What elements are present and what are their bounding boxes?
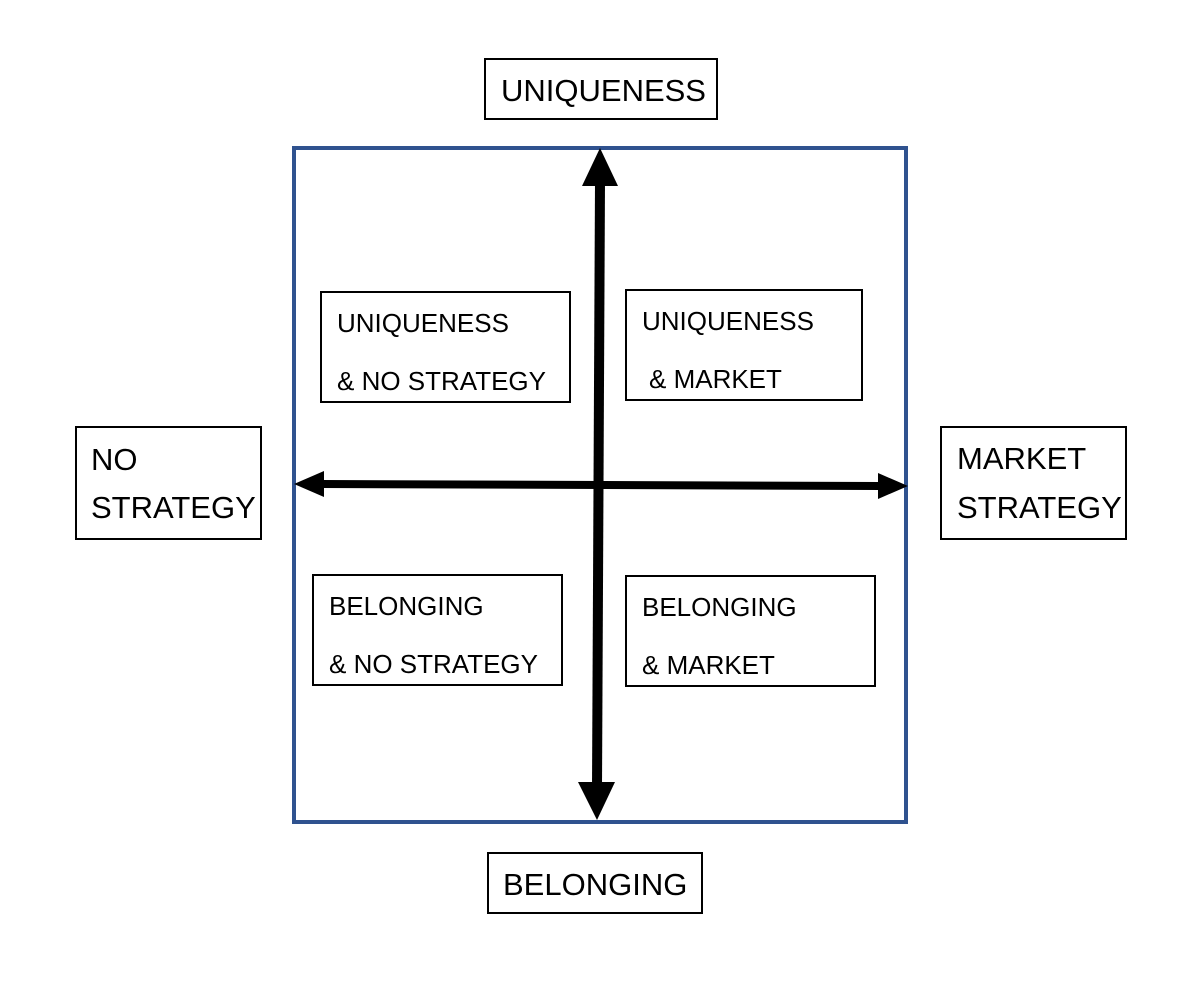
quadrant-bottom-right-line2: & MARKET xyxy=(642,650,775,680)
quadrant-top-left-line1: UNIQUENESS xyxy=(337,308,509,338)
axis-label-left-line2: STRATEGY xyxy=(91,490,256,525)
arrow-up-icon xyxy=(582,148,618,186)
axis-label-bottom: BELONGING xyxy=(487,852,703,914)
quadrant-top-right-line2: & MARKET xyxy=(649,364,782,394)
axis-label-right-line2: STRATEGY xyxy=(957,490,1122,525)
axis-label-top: UNIQUENESS xyxy=(484,58,718,120)
quadrant-top-left-line2: & NO STRATEGY xyxy=(337,366,546,396)
quadrant-bottom-left: BELONGING & NO STRATEGY xyxy=(312,574,563,686)
quadrant-bottom-right-line1: BELONGING xyxy=(642,592,797,622)
quadrant-bottom-left-line1: BELONGING xyxy=(329,591,484,621)
axis-label-top-text: UNIQUENESS xyxy=(501,73,706,108)
arrow-right-icon xyxy=(878,473,908,499)
axis-label-right-line1: MARKET xyxy=(957,441,1087,476)
axis-label-left: NO STRATEGY xyxy=(75,426,262,540)
axis-label-left-line1: NO xyxy=(91,442,138,477)
quadrant-bottom-left-line2: & NO STRATEGY xyxy=(329,649,538,679)
quadrant-bottom-right: BELONGING & MARKET xyxy=(625,575,876,687)
arrow-down-icon xyxy=(578,782,615,820)
axis-label-right: MARKET STRATEGY xyxy=(940,426,1127,540)
axis-label-bottom-text: BELONGING xyxy=(503,867,688,902)
arrow-left-icon xyxy=(294,471,324,497)
quadrant-top-right-line1: UNIQUENESS xyxy=(642,306,814,336)
quadrant-top-right: UNIQUENESS & MARKET xyxy=(625,289,863,401)
horizontal-axis-line xyxy=(321,480,881,490)
quadrant-top-left: UNIQUENESS & NO STRATEGY xyxy=(320,291,571,403)
